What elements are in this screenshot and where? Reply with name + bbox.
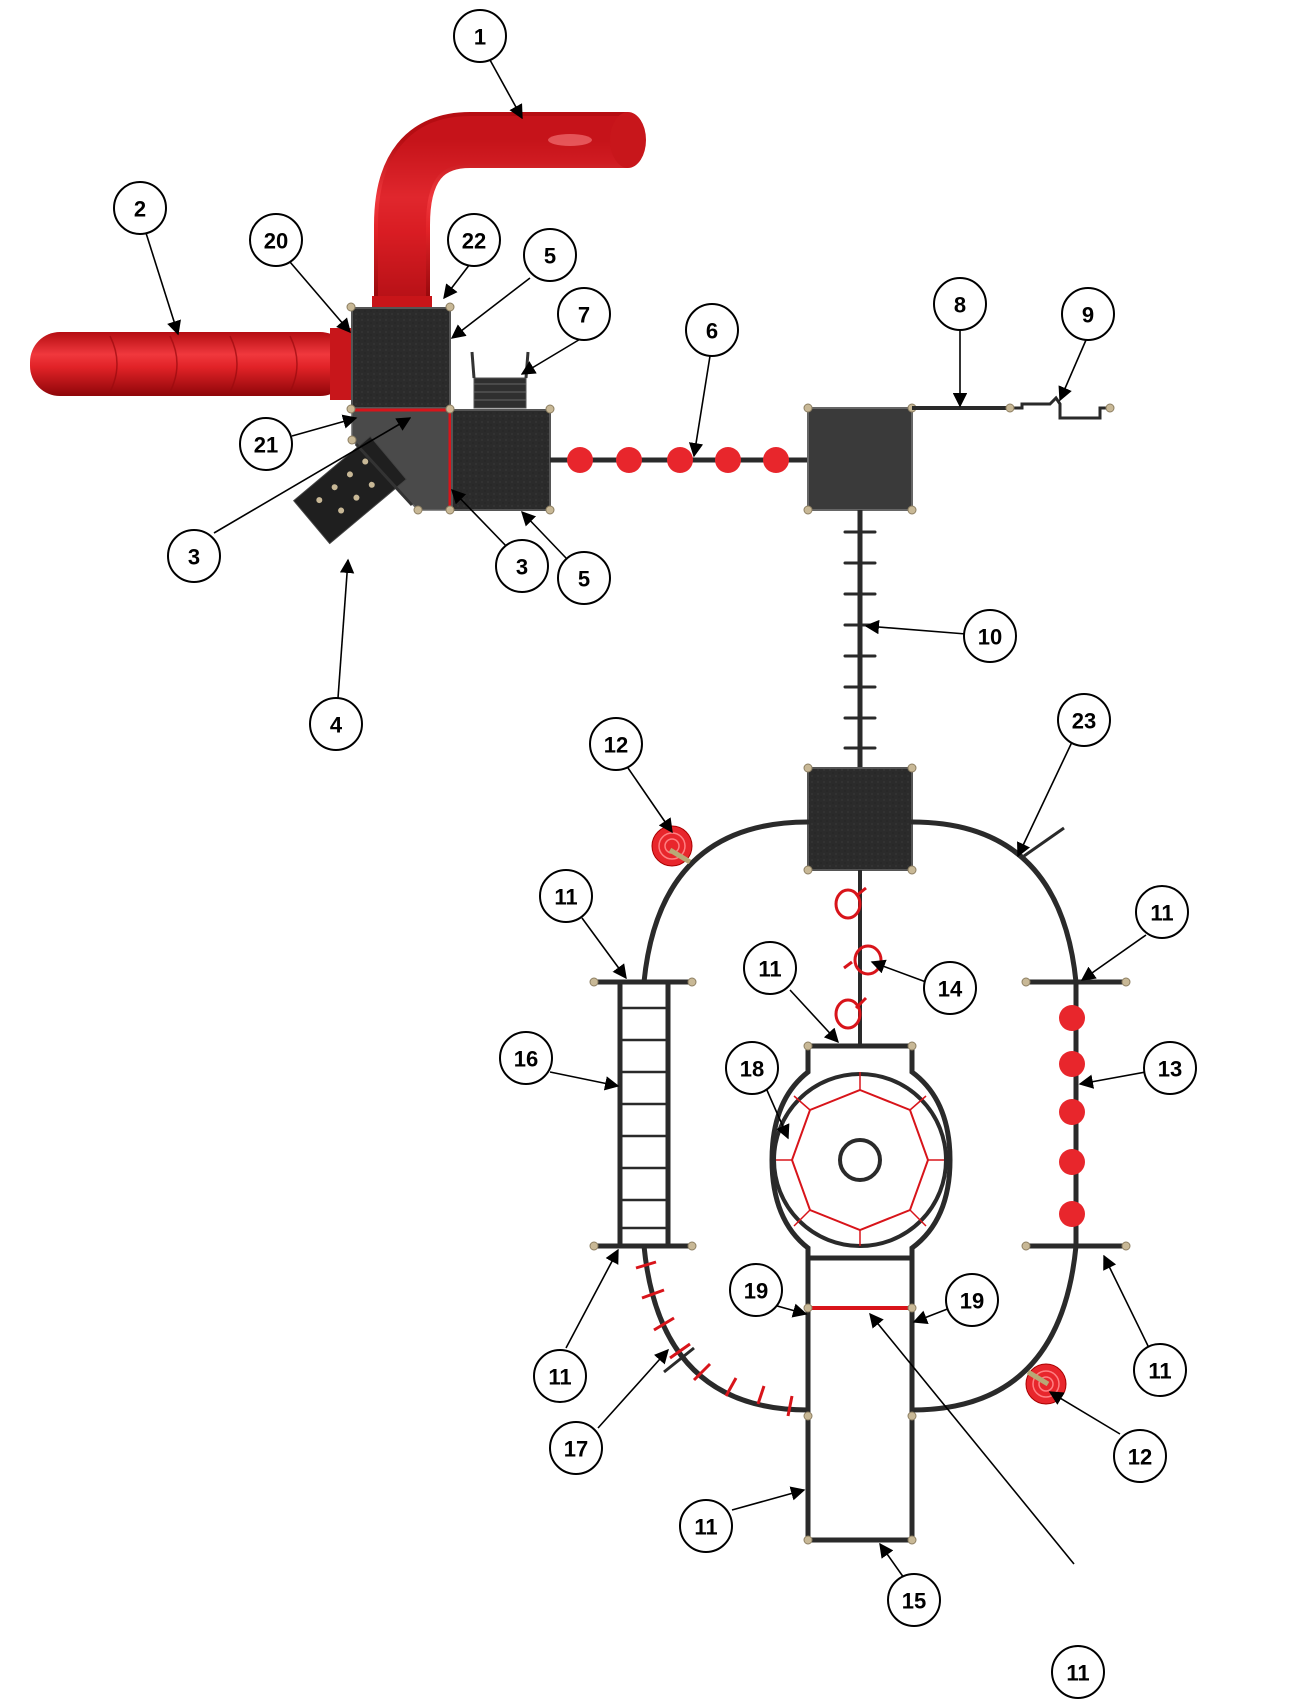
svg-text:9: 9	[1082, 303, 1094, 328]
svg-text:11: 11	[548, 1365, 571, 1390]
callout-12-bottom: 12	[1113, 1429, 1167, 1483]
callout-21: 21	[239, 417, 293, 471]
leader-lines	[145, 59, 1151, 1579]
callout-5-bottom: 5	[557, 551, 611, 605]
callout-8: 8	[933, 277, 987, 331]
svg-text:11: 11	[1150, 901, 1173, 926]
callout-19-left: 19	[729, 1263, 783, 1317]
callout-12-top: 12	[589, 717, 643, 771]
callout-5-top: 5	[523, 228, 577, 282]
svg-text:10: 10	[978, 625, 1002, 650]
callout-6: 6	[685, 303, 739, 357]
callout-11-f: 11	[679, 1499, 733, 1553]
lower-loop-structure	[589, 763, 1131, 1545]
svg-text:6: 6	[706, 319, 718, 344]
callout-13: 13	[1143, 1041, 1197, 1095]
svg-text:22: 22	[462, 229, 486, 254]
callout-17: 17	[549, 1421, 603, 1475]
svg-text:19: 19	[744, 1279, 768, 1304]
svg-text:11: 11	[554, 885, 577, 910]
svg-text:4: 4	[330, 713, 343, 738]
upper-structure	[30, 112, 1115, 768]
callout-11-d: 11	[533, 1349, 587, 1403]
posts-upper	[346, 302, 555, 515]
svg-text:12: 12	[604, 733, 628, 758]
svg-text:11: 11	[758, 957, 781, 982]
callout-7: 7	[557, 287, 611, 341]
svg-text:7: 7	[578, 303, 590, 328]
svg-text:5: 5	[544, 244, 556, 269]
svg-text:14: 14	[938, 977, 963, 1002]
disc-rail	[1021, 977, 1131, 1251]
svg-text:17: 17	[564, 1437, 588, 1462]
callout-3-right: 3	[495, 539, 549, 593]
callout-20: 20	[249, 213, 303, 267]
callout-18: 18	[725, 1041, 779, 1095]
svg-text:19: 19	[960, 1289, 984, 1314]
callout-19-right: 19	[945, 1273, 999, 1327]
svg-text:8: 8	[954, 293, 966, 318]
bottom-enclosure	[803, 1255, 917, 1545]
svg-text:21: 21	[254, 433, 278, 458]
svg-text:23: 23	[1072, 709, 1096, 734]
horizontal-ladder	[589, 977, 697, 1251]
callout-4: 4	[309, 697, 363, 751]
callout-23: 23	[1057, 693, 1111, 747]
callout-16: 16	[499, 1031, 553, 1085]
svg-text:18: 18	[740, 1057, 764, 1082]
callout-11-e: 11	[1133, 1343, 1187, 1397]
callout-11-c: 11	[743, 941, 797, 995]
svg-text:2: 2	[134, 197, 146, 222]
callout-11-a: 11	[539, 869, 593, 923]
callout-1: 1	[453, 9, 507, 63]
callout-9: 9	[1061, 287, 1115, 341]
svg-text:20: 20	[264, 229, 288, 254]
svg-text:3: 3	[188, 545, 200, 570]
svg-text:1: 1	[474, 25, 486, 50]
callout-2: 2	[113, 181, 167, 235]
rail-assembly	[912, 395, 1115, 420]
deck-top-left	[351, 307, 451, 409]
climbing-panel	[292, 435, 408, 545]
rung-bridge	[843, 510, 877, 768]
callout-10: 10	[963, 609, 1017, 663]
tube-slide-straight	[30, 328, 352, 400]
tube-slide-elbow	[372, 112, 646, 308]
svg-text:11: 11	[1148, 1359, 1171, 1384]
deck-right	[807, 407, 913, 511]
svg-text:5: 5	[578, 567, 590, 592]
svg-text:3: 3	[516, 555, 528, 580]
deck-middle	[451, 409, 551, 511]
callouts: 1 2 20 22 5 7 6 8 9 21 3 3 5 10 4 12 23 …	[113, 9, 1197, 1699]
callout-15: 15	[887, 1573, 941, 1627]
svg-text:16: 16	[514, 1047, 538, 1072]
svg-text:15: 15	[902, 1589, 926, 1614]
callout-22: 22	[447, 213, 501, 267]
svg-text:13: 13	[1158, 1057, 1182, 1082]
center-spinner-capsule	[769, 1041, 953, 1261]
callout-11-b: 11	[1135, 885, 1189, 939]
entry-ladder	[470, 351, 530, 409]
callout-11-g: 11	[1051, 1645, 1105, 1699]
rope-climber-left	[651, 825, 693, 867]
callout-14: 14	[923, 961, 977, 1015]
deck-loop-top	[807, 767, 913, 871]
callout-3-left: 3	[167, 529, 221, 583]
svg-text:11: 11	[694, 1515, 717, 1540]
svg-text:12: 12	[1128, 1445, 1152, 1470]
disc-bridge	[550, 447, 808, 473]
svg-text:11: 11	[1066, 1661, 1089, 1686]
